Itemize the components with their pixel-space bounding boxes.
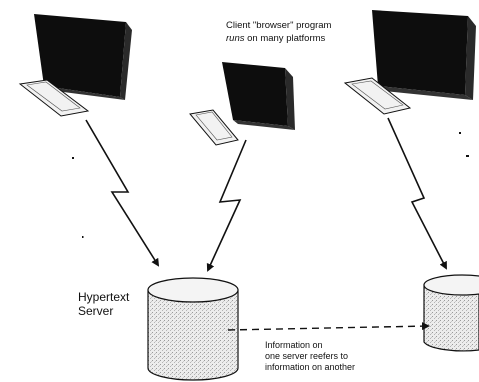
hypertext-server-label: Hypertext Server [78, 290, 129, 318]
database-cylinder-icon-remote [423, 274, 479, 352]
server-label-line2: Server [78, 304, 114, 318]
client-label-emphasis: runs [226, 33, 245, 44]
lightning-arrow-icon-middle [206, 139, 247, 272]
client-browser-label: Client "browser" program runs on many pl… [226, 19, 331, 45]
server-label-line1: Hypertext [78, 290, 130, 304]
client-label-line1: Client "browser" program [226, 20, 332, 31]
scan-speckle-marks [72, 132, 469, 238]
link-caption-line1: Information on [265, 340, 323, 350]
computer-icon-middle [189, 62, 295, 146]
computer-icon-right [343, 10, 476, 115]
database-cylinder-icon-server [147, 277, 239, 381]
link-caption-line2: one server reefers to [265, 351, 349, 361]
link-caption-line3: information on another [265, 362, 356, 372]
client-label-rest: on many platforms [244, 33, 326, 44]
computer-icon-left [18, 14, 132, 117]
link-caption: Information on one server reefers to inf… [265, 340, 355, 373]
client-label-line2: runs on many platforms [226, 32, 331, 45]
lightning-arrow-icon-right [387, 117, 447, 270]
dashed-link-arrow [227, 322, 430, 331]
lightning-arrow-icon-left [85, 119, 160, 267]
